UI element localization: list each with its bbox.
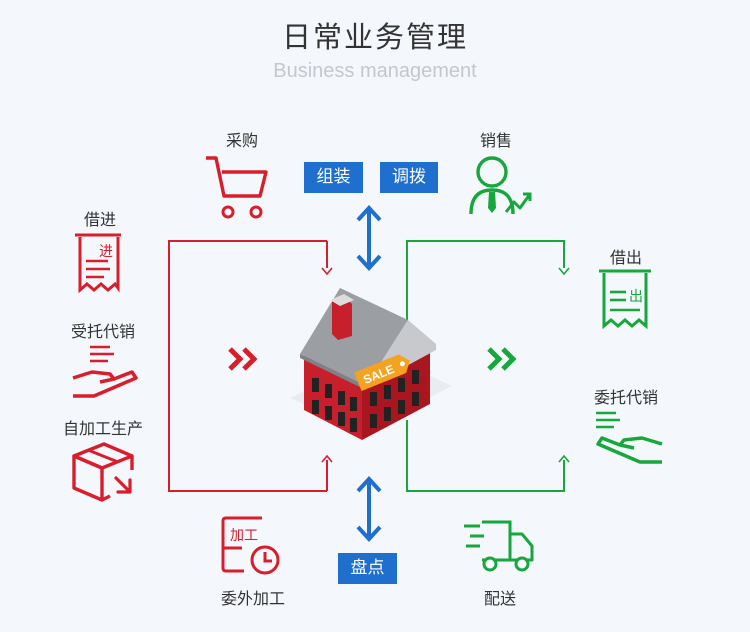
hand-give-icon bbox=[596, 411, 663, 464]
receipt-in-tag: 进 bbox=[99, 244, 113, 260]
vertical-arrow-top-icon bbox=[356, 205, 382, 271]
store-house-icon: SALE bbox=[290, 288, 452, 440]
delivery-truck-icon bbox=[464, 520, 534, 572]
clock-document-icon: 加工 bbox=[221, 516, 280, 575]
receipt-out-icon: 出 bbox=[599, 269, 651, 330]
consign-in-label: 受托代销 bbox=[70, 322, 135, 341]
page-subtitle: Business management bbox=[273, 60, 477, 82]
assemble-button[interactable]: 组装 bbox=[304, 162, 363, 193]
vertical-arrow-bottom-icon bbox=[356, 476, 382, 542]
receipt-out-tag: 出 bbox=[629, 289, 643, 305]
delivery-label: 配送 bbox=[483, 589, 516, 608]
borrow-out-label: 借出 bbox=[609, 248, 642, 267]
purchase-label: 采购 bbox=[225, 131, 258, 150]
red-chevrons-icon bbox=[228, 347, 258, 371]
green-chevrons-icon bbox=[487, 347, 517, 371]
stocktake-button[interactable]: 盘点 bbox=[338, 553, 397, 584]
consign-out-label: 委托代销 bbox=[593, 388, 658, 407]
receipt-in-icon: 进 bbox=[75, 233, 121, 294]
salesperson-icon bbox=[469, 156, 532, 215]
box-icon bbox=[72, 442, 134, 502]
outsourced-tag: 加工 bbox=[230, 528, 258, 544]
page-title: 日常业务管理 bbox=[281, 20, 468, 54]
shopping-cart-icon bbox=[206, 156, 268, 219]
self-production-label: 自加工生产 bbox=[62, 419, 143, 438]
outsourced-label: 委外加工 bbox=[220, 589, 285, 608]
borrow-in-label: 借进 bbox=[83, 210, 116, 229]
sales-label: 销售 bbox=[479, 131, 512, 150]
hand-receive-icon bbox=[72, 345, 138, 398]
transfer-button[interactable]: 调拨 bbox=[380, 162, 438, 193]
